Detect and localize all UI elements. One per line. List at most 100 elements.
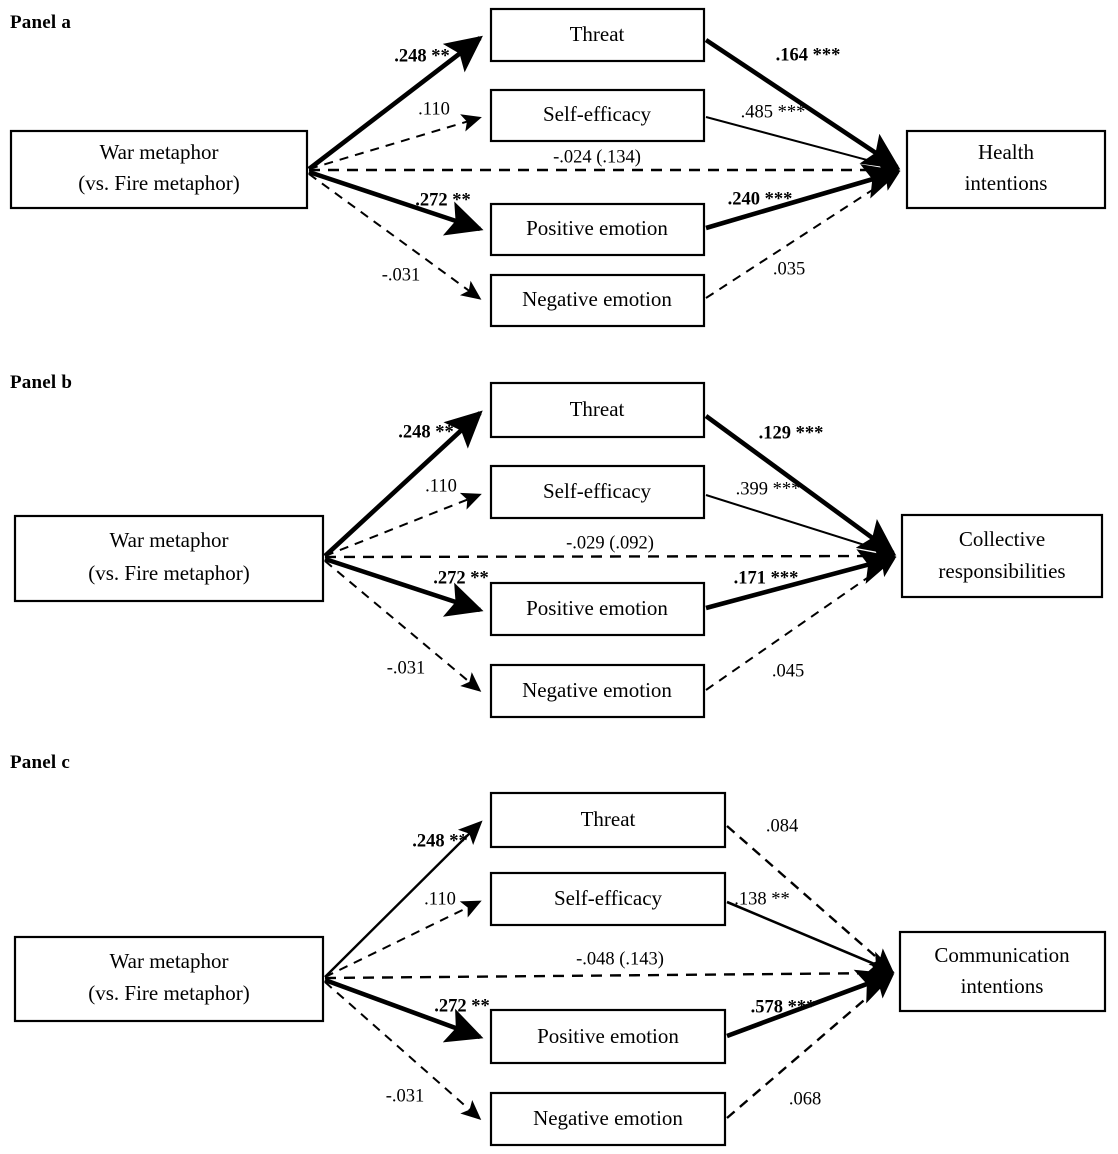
panel-c-path-negative-emotion-to-outcome bbox=[726, 974, 894, 1119]
panel-b-mediator-threat: Threat bbox=[489, 381, 706, 439]
panel-a-mediator-positive-emotion: Positive emotion bbox=[489, 202, 706, 257]
panel-c-path-to-self-efficacy bbox=[324, 900, 482, 978]
panel-a-path-to-positive-emotion bbox=[308, 169, 484, 236]
mediator-label: Positive emotion bbox=[526, 216, 668, 240]
panel-c-path-to-positive-emotion bbox=[324, 977, 484, 1043]
mediator-label: Negative emotion bbox=[522, 287, 672, 311]
panel-b-label-to-self-efficacy: .110 bbox=[425, 476, 457, 496]
panel-b-mediator-negative-emotion: Negative emotion bbox=[489, 663, 706, 719]
panel-c-label: Panel c bbox=[10, 752, 70, 773]
panel-c-mediator-positive-emotion: Positive emotion bbox=[489, 1008, 727, 1065]
panel-a-mediator-negative-emotion: Negative emotion bbox=[489, 273, 706, 328]
mediator-label: Threat bbox=[570, 22, 625, 46]
panel-c-mediator-negative-emotion: Negative emotion bbox=[489, 1091, 727, 1147]
panel-b-label-to-negative-emotion: -.031 bbox=[387, 658, 426, 678]
panel-c-predictor-box: War metaphor (vs. Fire metaphor) bbox=[13, 935, 325, 1023]
panel-b-label-to-positive-emotion: .272 ** bbox=[433, 568, 489, 588]
outcome-line-1: Communication bbox=[934, 943, 1070, 967]
panel-b-label: Panel b bbox=[10, 372, 73, 393]
panel-b-path-to-negative-emotion bbox=[324, 560, 482, 692]
panel-a-label-to-threat: .248 ** bbox=[394, 46, 450, 66]
panel-b-mediator-positive-emotion: Positive emotion bbox=[489, 581, 706, 637]
panel-c-label-threat-to-outcome: .084 bbox=[766, 816, 798, 836]
predictor-line-2: (vs. Fire metaphor) bbox=[88, 561, 250, 585]
panel-b-direct-effect-label: -.029 (.092) bbox=[566, 533, 654, 553]
panel-b-label-self-efficacy-to-outcome: .399 *** bbox=[736, 479, 801, 499]
panel-a-path-to-self-efficacy bbox=[308, 114, 482, 170]
panel-c-label-self-efficacy-to-outcome: .138 ** bbox=[734, 889, 790, 909]
predictor-line-1: War metaphor bbox=[99, 140, 218, 164]
panel-a-path-threat-to-outcome bbox=[704, 38, 901, 170]
predictor-line-2: (vs. Fire metaphor) bbox=[78, 171, 240, 195]
panel-c-mediator-threat: Threat bbox=[489, 791, 727, 849]
panel-b-label-negative-emotion-to-outcome: .045 bbox=[772, 661, 804, 681]
panel-b-path-negative-emotion-to-outcome bbox=[705, 558, 896, 691]
panel-c-direct-effect-path bbox=[324, 962, 895, 984]
outcome-line-2: responsibilities bbox=[938, 559, 1065, 583]
mediator-label: Positive emotion bbox=[526, 596, 668, 620]
panel-c-label-negative-emotion-to-outcome: .068 bbox=[789, 1089, 821, 1109]
panel-c-label-to-self-efficacy: .110 bbox=[424, 889, 456, 909]
panel-c-label-to-negative-emotion: -.031 bbox=[386, 1086, 425, 1106]
outcome-line-1: Collective bbox=[959, 527, 1045, 551]
panel-a-direct-effect-label: -.024 (.134) bbox=[553, 147, 641, 167]
panel-b-path-to-self-efficacy bbox=[324, 492, 482, 557]
panel-a-label: Panel a bbox=[10, 12, 72, 33]
panel-a-label-threat-to-outcome: .164 *** bbox=[776, 45, 841, 65]
panel-a-predictor-box: War metaphor (vs. Fire metaphor) bbox=[9, 129, 309, 210]
mediator-label: Negative emotion bbox=[522, 678, 672, 702]
panel-a-mediator-threat: Threat bbox=[489, 7, 706, 63]
panel-b-path-positive-emotion-to-outcome bbox=[705, 549, 897, 611]
panel-c-path-positive-emotion-to-outcome bbox=[726, 969, 895, 1039]
panel-a-path-negative-emotion-to-outcome bbox=[705, 172, 900, 299]
panel-b-label-positive-emotion-to-outcome: .171 *** bbox=[734, 568, 799, 588]
panel-b-label-to-threat: .248 ** bbox=[398, 422, 454, 442]
panel-a-label-self-efficacy-to-outcome: .485 *** bbox=[741, 102, 806, 122]
panel-b-path-to-positive-emotion bbox=[324, 556, 484, 617]
panel-a-path-self-efficacy-to-outcome bbox=[705, 116, 900, 173]
panel-b-path-to-threat bbox=[323, 410, 483, 558]
panel-c-label-positive-emotion-to-outcome: .578 *** bbox=[751, 997, 816, 1017]
mediator-label: Self-efficacy bbox=[543, 479, 652, 503]
panel-c-diagram: War metaphor (vs. Fire metaphor) Threat … bbox=[13, 791, 1107, 1147]
mediator-label: Threat bbox=[570, 397, 625, 421]
predictor-line-2: (vs. Fire metaphor) bbox=[88, 981, 250, 1005]
panel-c-path-to-negative-emotion bbox=[324, 981, 482, 1120]
panel-c-path-self-efficacy-to-outcome bbox=[726, 900, 895, 974]
predictor-line-1: War metaphor bbox=[109, 949, 228, 973]
panel-a-diagram: War metaphor (vs. Fire metaphor) Threat … bbox=[9, 7, 1107, 328]
panel-a-label-negative-emotion-to-outcome: .035 bbox=[773, 259, 805, 279]
panel-a-label-to-self-efficacy: .110 bbox=[418, 99, 450, 119]
panel-c-path-to-threat bbox=[324, 820, 483, 978]
mediator-label: Self-efficacy bbox=[543, 102, 652, 126]
panel-a-mediator-self-efficacy: Self-efficacy bbox=[489, 88, 706, 143]
panel-a-label-to-positive-emotion: .272 ** bbox=[415, 190, 471, 210]
panel-c-path-threat-to-outcome bbox=[726, 825, 894, 973]
panel-c-outcome-box: Communication intentions bbox=[898, 930, 1107, 1013]
panel-b-outcome-box: Collective responsibilities bbox=[900, 513, 1104, 599]
panel-b-direct-effect-path bbox=[324, 545, 897, 567]
panel-b-label-threat-to-outcome: .129 *** bbox=[759, 423, 824, 443]
panel-c-label-to-positive-emotion: .272 ** bbox=[434, 996, 490, 1016]
panel-c-mediator-self-efficacy: Self-efficacy bbox=[489, 871, 727, 927]
panel-a-path-to-threat bbox=[307, 35, 483, 171]
outcome-line-2: intentions bbox=[965, 171, 1048, 195]
panel-b-diagram: War metaphor (vs. Fire metaphor) Threat … bbox=[13, 381, 1104, 719]
panel-a-path-to-negative-emotion bbox=[308, 173, 482, 300]
panel-b-mediator-self-efficacy: Self-efficacy bbox=[489, 464, 706, 520]
panel-a-label-positive-emotion-to-outcome: .240 *** bbox=[728, 189, 793, 209]
panel-a-outcome-box: Health intentions bbox=[905, 129, 1107, 210]
panel-b-predictor-box: War metaphor (vs. Fire metaphor) bbox=[13, 514, 325, 603]
outcome-line-2: intentions bbox=[961, 974, 1044, 998]
mediator-label: Positive emotion bbox=[537, 1024, 679, 1048]
outcome-line-1: Health bbox=[978, 140, 1034, 164]
mediator-label: Threat bbox=[581, 807, 636, 831]
panel-c-label-to-threat: .248 ** bbox=[412, 831, 468, 851]
mediator-label: Self-efficacy bbox=[554, 886, 663, 910]
predictor-line-1: War metaphor bbox=[109, 528, 228, 552]
panel-a-label-to-negative-emotion: -.031 bbox=[382, 265, 421, 285]
panel-c-direct-effect-label: -.048 (.143) bbox=[576, 949, 664, 969]
mediator-label: Negative emotion bbox=[533, 1106, 683, 1130]
panel-a-path-positive-emotion-to-outcome bbox=[705, 164, 901, 231]
panel-b-path-self-efficacy-to-outcome bbox=[705, 494, 896, 558]
